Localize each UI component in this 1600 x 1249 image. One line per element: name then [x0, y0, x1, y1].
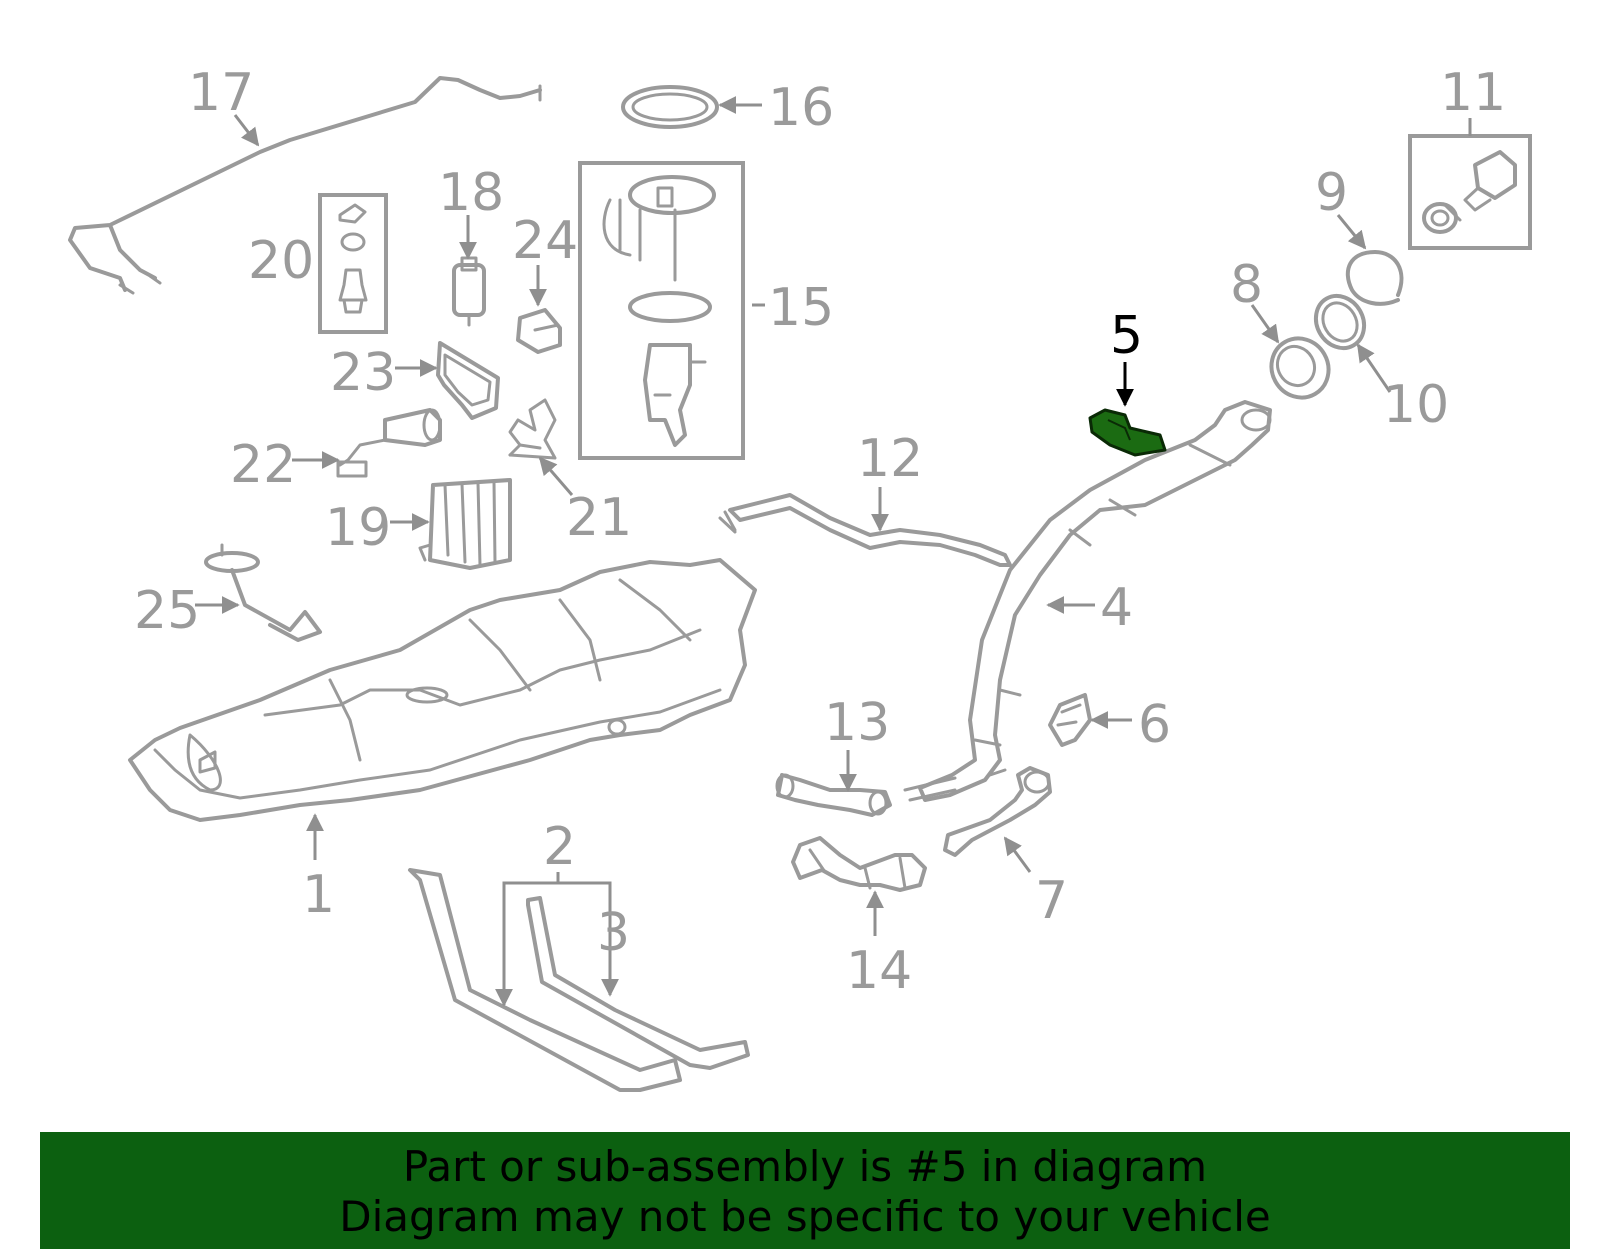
callout-1: 1 [302, 865, 335, 925]
callout-25: 25 [134, 581, 200, 641]
part-1-fuel-tank[interactable] [128, 558, 757, 822]
callout-11: 11 [1440, 63, 1506, 123]
callout-12: 12 [857, 429, 923, 489]
callout-17: 17 [188, 63, 254, 123]
banner-line-2: Diagram may not be specific to your vehi… [339, 1192, 1271, 1241]
callout-23: 23 [330, 343, 396, 403]
leader-17 [233, 114, 260, 147]
part-3-tank-strap[interactable] [526, 896, 750, 1070]
part-22-sender[interactable] [336, 408, 442, 478]
callout-19: 19 [325, 498, 391, 558]
callout-13: 13 [824, 693, 890, 753]
part-5-bracket-highlighted[interactable] [1088, 408, 1167, 457]
callout-20: 20 [248, 231, 314, 291]
leader-9 [1336, 214, 1367, 250]
part-25-level-sender[interactable] [204, 543, 322, 642]
callout-10: 10 [1383, 375, 1449, 435]
part-6-protector[interactable] [1048, 693, 1092, 747]
part-23-cover[interactable] [436, 341, 500, 420]
part-20-filter-kit[interactable] [318, 193, 388, 334]
part-17-vent-line[interactable] [68, 76, 542, 295]
parts-diagram: 17 16 15 20 18 24 [68, 63, 1532, 1092]
callout-21: 21 [566, 488, 632, 548]
callout-6: 6 [1138, 695, 1171, 755]
part-11-fuel-cap[interactable] [1408, 134, 1532, 250]
leader-21 [538, 456, 574, 496]
part-7-lower-pipe[interactable] [943, 766, 1052, 857]
callout-8: 8 [1230, 255, 1263, 315]
callout-5: 5 [1110, 306, 1143, 366]
part-12-vent-tube[interactable] [718, 493, 1012, 567]
callout-24: 24 [512, 211, 578, 271]
part-4-filler-pipe[interactable] [903, 400, 1272, 802]
callout-15: 15 [768, 278, 834, 338]
part-14-filler-hose[interactable] [791, 836, 927, 892]
part-8-grommet[interactable] [1261, 328, 1339, 408]
callout-9: 9 [1315, 163, 1348, 223]
part-16-gasket[interactable] [621, 85, 719, 129]
part-2-tank-strap[interactable] [408, 868, 682, 1092]
callout-3: 3 [597, 903, 630, 963]
part-18-pump-motor[interactable] [452, 256, 486, 327]
part-13-vent-hose[interactable] [775, 773, 892, 817]
callout-4: 4 [1100, 578, 1133, 638]
part-24-sensor[interactable] [516, 308, 562, 354]
callout-16: 16 [768, 78, 834, 138]
callout-14: 14 [846, 941, 912, 1001]
callout-22: 22 [230, 435, 296, 495]
leader-8 [1250, 304, 1280, 344]
callout-7: 7 [1035, 871, 1068, 931]
callout-18: 18 [438, 163, 504, 223]
callout-2: 2 [543, 817, 576, 877]
info-banner: Part or sub-assembly is #5 in diagram Di… [40, 1132, 1570, 1249]
part-15-fuel-pump-assembly[interactable] [578, 161, 745, 460]
leader-10 [1356, 343, 1392, 393]
part-19-reservoir[interactable] [418, 478, 512, 570]
part-10-o-ring[interactable] [1307, 287, 1374, 357]
part-9-clip-ring[interactable] [1345, 250, 1404, 306]
leader-7 [1003, 836, 1032, 873]
part-21-harness[interactable] [508, 398, 557, 460]
banner-line-1: Part or sub-assembly is #5 in diagram [402, 1142, 1208, 1191]
leader-2 [502, 881, 612, 1005]
